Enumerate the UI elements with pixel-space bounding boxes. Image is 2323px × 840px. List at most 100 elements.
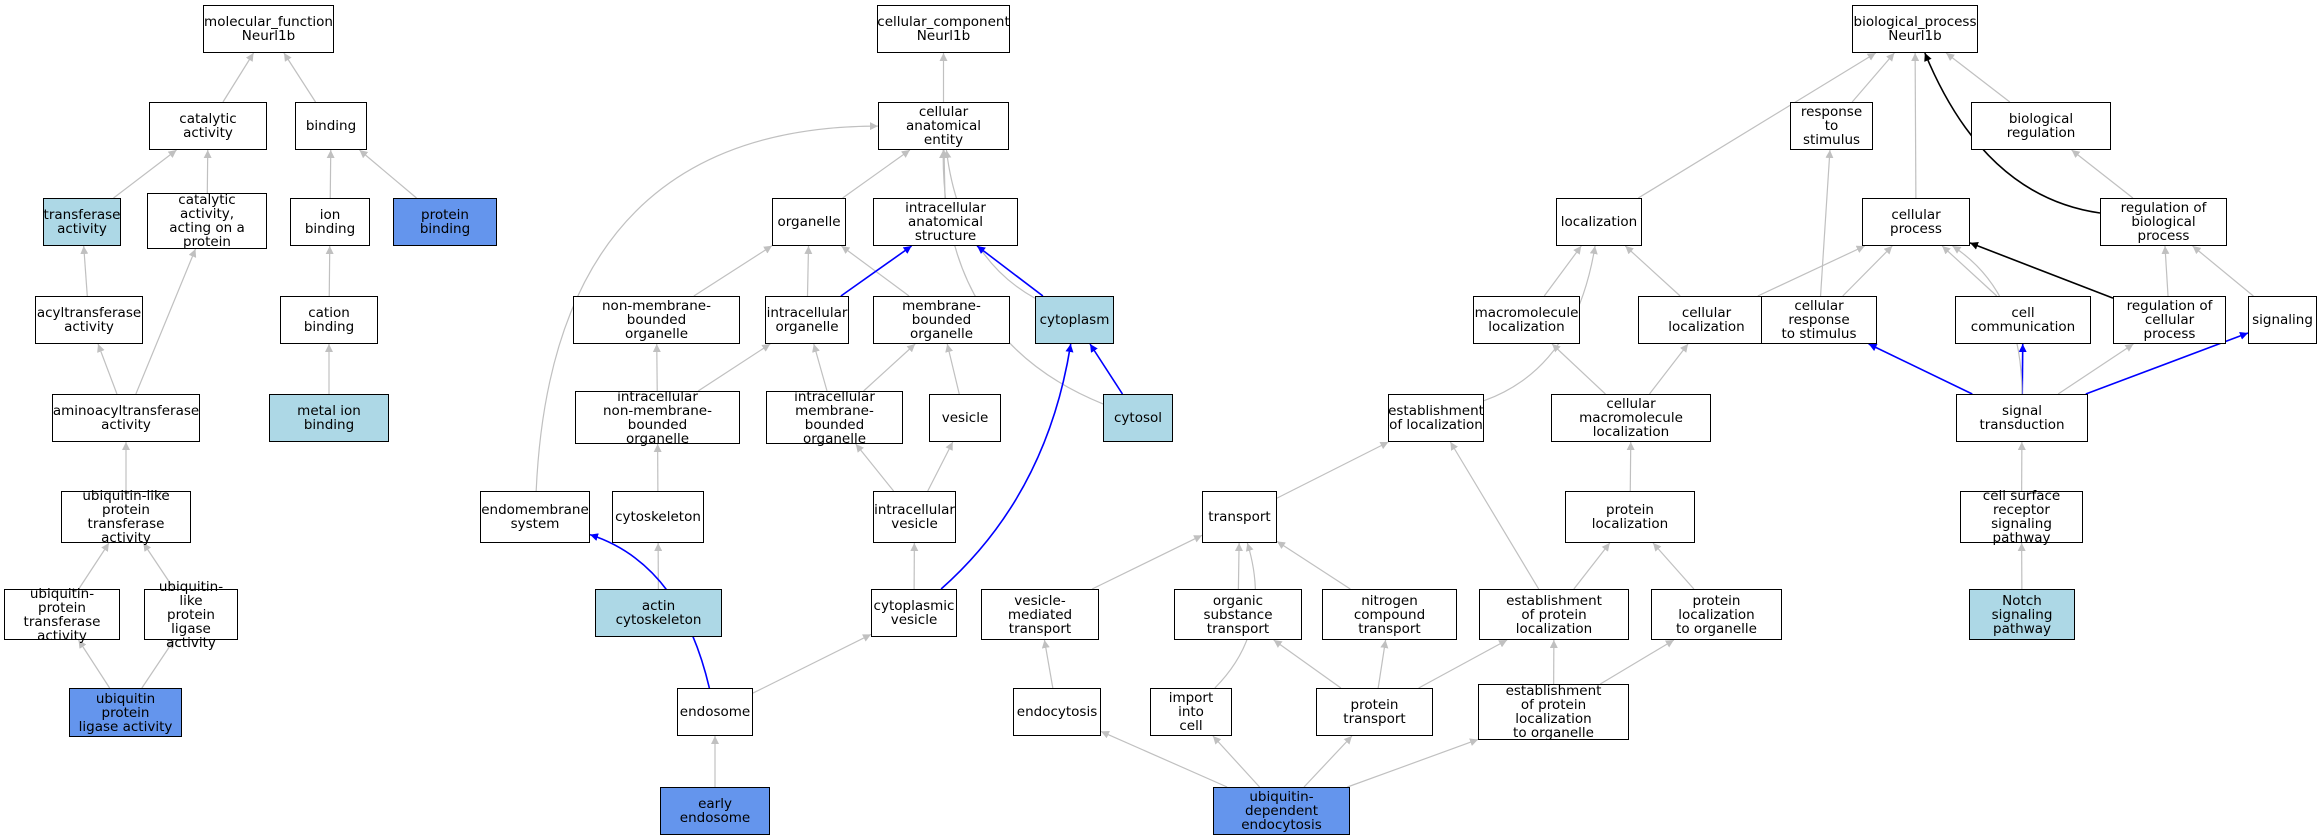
edge-intra_membrane_organelle-to-intracellular_organelle <box>812 343 828 392</box>
edge-establishment_protein_localization-to-establishment_localization <box>1449 441 1540 590</box>
node-establishment-of-localization[interactable]: establishment of localization <box>1388 394 1484 442</box>
node-endosome[interactable]: endosome <box>677 688 753 736</box>
node-intracellular-non-membrane-bounded-organelle[interactable]: intracellular non-membrane-bounded organ… <box>575 390 740 446</box>
node-ubiquitin-like-protein-transferase-activity[interactable]: ubiquitin-like protein transferase activ… <box>61 489 191 545</box>
edge-acyltransferase_activity-to-transferase_activity <box>80 245 89 297</box>
node-molecular-function[interactable]: molecular_function Neurl1b <box>203 5 334 53</box>
edge-cation_binding-to-ion_binding <box>325 245 334 297</box>
edge-cellular_localization-to-localization <box>1624 245 1681 297</box>
node-protein-localization[interactable]: protein localization <box>1565 491 1695 543</box>
edge-cellular_localization-to-cellular_process <box>1757 245 1865 297</box>
node-macromolecule-localization[interactable]: macromolecule localization <box>1473 296 1580 344</box>
node-regulation-of-cellular-process[interactable]: regulation of cellular process <box>2113 296 2226 344</box>
edge-transport-to-establishment_localization <box>1276 441 1389 499</box>
node-cytosol[interactable]: cytosol <box>1103 394 1173 442</box>
edge-aminoacyltransferase_activity-to-catalytic_activity_protein <box>135 248 197 395</box>
node-cell-communication[interactable]: cell communication <box>1955 296 2091 344</box>
node-organic-substance-transport[interactable]: organic substance transport <box>1174 589 1302 640</box>
node-metal-ion-binding[interactable]: metal ion binding <box>269 394 389 442</box>
edge-signal_transduction-to-regulation_cellular_process <box>2057 343 2134 395</box>
edge-macromolecule_localization-to-localization <box>1543 245 1582 297</box>
edge-cytosol-to-cellular_anatomical_entity <box>939 149 1104 405</box>
node-cellular-macromolecule-localization[interactable]: cellular macromolecule localization <box>1551 394 1711 442</box>
node-intracellular-membrane-bounded-organelle[interactable]: intracellular membrane-bounded organelle <box>766 390 903 446</box>
edge-regulation_biological_process-to-biological_process <box>1924 52 2101 214</box>
node-acyltransferase-activity[interactable]: acyltransferase activity <box>35 296 143 344</box>
node-catalytic-activity[interactable]: catalytic activity <box>149 102 267 150</box>
edge-ubiquitin_protein_transferase-to-ubl_transferase <box>78 542 110 590</box>
edge-biological_regulation-to-biological_process <box>1945 52 2011 103</box>
edge-nitrogen_compound_transport-to-transport <box>1276 540 1351 590</box>
node-aminoacyltransferase-activity[interactable]: aminoacyltransferase activity <box>52 394 200 442</box>
node-ubiquitin-like-protein-ligase-activity[interactable]: ubiquitin-like protein ligase activity <box>144 580 238 650</box>
node-catalytic-activity-acting-on-protein[interactable]: catalytic activity, acting on a protein <box>147 193 267 249</box>
node-cytoplasm[interactable]: cytoplasm <box>1035 296 1114 344</box>
node-establishment-of-protein-localization-to-organelle[interactable]: establishment of protein localization to… <box>1478 684 1629 740</box>
edge-vesicle-to-membrane_bounded_organelle <box>945 343 960 395</box>
edge-vesicle_mediated_transport-to-transport <box>1091 534 1203 590</box>
node-cytoskeleton[interactable]: cytoskeleton <box>612 491 704 543</box>
node-organelle[interactable]: organelle <box>772 198 846 246</box>
node-transport[interactable]: transport <box>1202 491 1277 543</box>
edge-cytosol-to-cytoplasm <box>1089 343 1124 395</box>
node-cellular-component[interactable]: cellular_component Neurl1b <box>877 5 1010 53</box>
node-vesicle-mediated-transport[interactable]: vesicle-mediated transport <box>981 589 1099 640</box>
node-biological-regulation[interactable]: biological regulation <box>1971 102 2111 150</box>
node-cell-surface-receptor-signaling-pathway[interactable]: cell surface receptor signaling pathway <box>1960 489 2083 545</box>
edge-non_membrane_bounded_organelle-to-organelle <box>693 245 773 297</box>
edge-endosome-to-endomembrane_system <box>589 533 711 689</box>
node-intracellular-anatomical-structure[interactable]: intracellular anatomical structure <box>873 198 1018 246</box>
node-endocytosis[interactable]: endocytosis <box>1013 688 1101 736</box>
edge-regulation_biological_process-to-biological_regulation <box>2071 149 2134 199</box>
node-biological-process[interactable]: biological_process Neurl1b <box>1852 5 1978 53</box>
edge-ubiquitin_dependent_endocytosis-to-protein_transport <box>1303 735 1353 788</box>
edge-cellular_process-to-biological_process <box>1911 52 1920 199</box>
edge-signaling-to-regulation_biological_process <box>2192 245 2254 297</box>
edge-ubiquitin_dependent_endocytosis-to-import_into_cell <box>1212 735 1261 788</box>
node-transferase-activity[interactable]: transferase activity <box>43 198 121 246</box>
edge-cytoplasm-to-intracellular_anatomical_structure <box>976 245 1044 297</box>
node-localization[interactable]: localization <box>1556 198 1642 246</box>
node-protein-localization-to-organelle[interactable]: protein localization to organelle <box>1651 589 1782 640</box>
node-ion-binding[interactable]: ion binding <box>290 198 370 246</box>
node-regulation-of-biological-process[interactable]: regulation of biological process <box>2100 198 2227 246</box>
node-cellular-response-to-stimulus[interactable]: cellular response to stimulus <box>1761 296 1877 344</box>
node-vesicle[interactable]: vesicle <box>929 394 1001 442</box>
edge-ubiquitin_ligase-to-ubiquitin_protein_transferase <box>78 639 111 689</box>
node-response-to-stimulus[interactable]: response to stimulus <box>1790 102 1873 150</box>
edge-binding-to-molecular_function <box>283 52 317 103</box>
node-nitrogen-compound-transport[interactable]: nitrogen compound transport <box>1322 589 1457 640</box>
node-ubiquitin-dependent-endocytosis[interactable]: ubiquitin-dependent endocytosis <box>1213 787 1350 835</box>
node-import-into-cell[interactable]: import into cell <box>1150 688 1232 736</box>
node-ubiquitin-protein-ligase-activity[interactable]: ubiquitin protein ligase activity <box>69 688 182 737</box>
node-establishment-of-protein-localization[interactable]: establishment of protein localization <box>1479 589 1629 640</box>
node-protein-binding[interactable]: protein binding <box>393 198 497 246</box>
edge-organelle-to-cellular_anatomical_entity <box>842 149 911 199</box>
node-binding[interactable]: binding <box>295 102 367 150</box>
node-cation-binding[interactable]: cation binding <box>280 296 378 344</box>
node-cellular-localization[interactable]: cellular localization <box>1638 296 1775 344</box>
node-early-endosome[interactable]: early endosome <box>660 787 770 835</box>
edge-protein_transport-to-nitrogen_compound_transport <box>1377 639 1389 689</box>
node-protein-transport[interactable]: protein transport <box>1316 688 1433 736</box>
node-notch-signaling-pathway[interactable]: Notch signaling pathway <box>1969 589 2075 640</box>
node-membrane-bounded-organelle[interactable]: membrane-bounded organelle <box>873 296 1010 344</box>
node-cellular-process[interactable]: cellular process <box>1862 198 1970 246</box>
node-non-membrane-bounded-organelle[interactable]: non-membrane-bounded organelle <box>573 296 740 344</box>
edge-ubiquitin_ligase-to-ubl_ligase <box>141 639 175 689</box>
node-endomembrane-system[interactable]: endomembrane system <box>480 491 590 543</box>
node-cellular-anatomical-entity[interactable]: cellular anatomical entity <box>878 102 1009 150</box>
node-signaling[interactable]: signaling <box>2248 296 2317 344</box>
edge-establishment_protein_localization-to-protein_localization <box>1573 542 1611 590</box>
edge-cytoplasmic_vesicle-to-cytoplasm <box>940 343 1074 590</box>
edge-protein_transport-to-organic_substance_transport <box>1273 639 1342 689</box>
edge-signal_transduction-to-cellular_response_stimulus <box>1868 343 1973 395</box>
node-cytoplasmic-vesicle[interactable]: cytoplasmic vesicle <box>871 589 957 637</box>
node-ubiquitin-protein-transferase-activity[interactable]: ubiquitin-protein transferase activity <box>4 587 120 643</box>
node-actin-cytoskeleton[interactable]: actin cytoskeleton <box>595 589 722 637</box>
node-signal-transduction[interactable]: signal transduction <box>1956 394 2088 442</box>
node-intracellular-organelle[interactable]: intracellular organelle <box>765 296 849 344</box>
edge-cellular_response_stimulus-to-cellular_process <box>1842 245 1893 297</box>
node-intracellular-vesicle[interactable]: intracellular vesicle <box>873 491 956 543</box>
